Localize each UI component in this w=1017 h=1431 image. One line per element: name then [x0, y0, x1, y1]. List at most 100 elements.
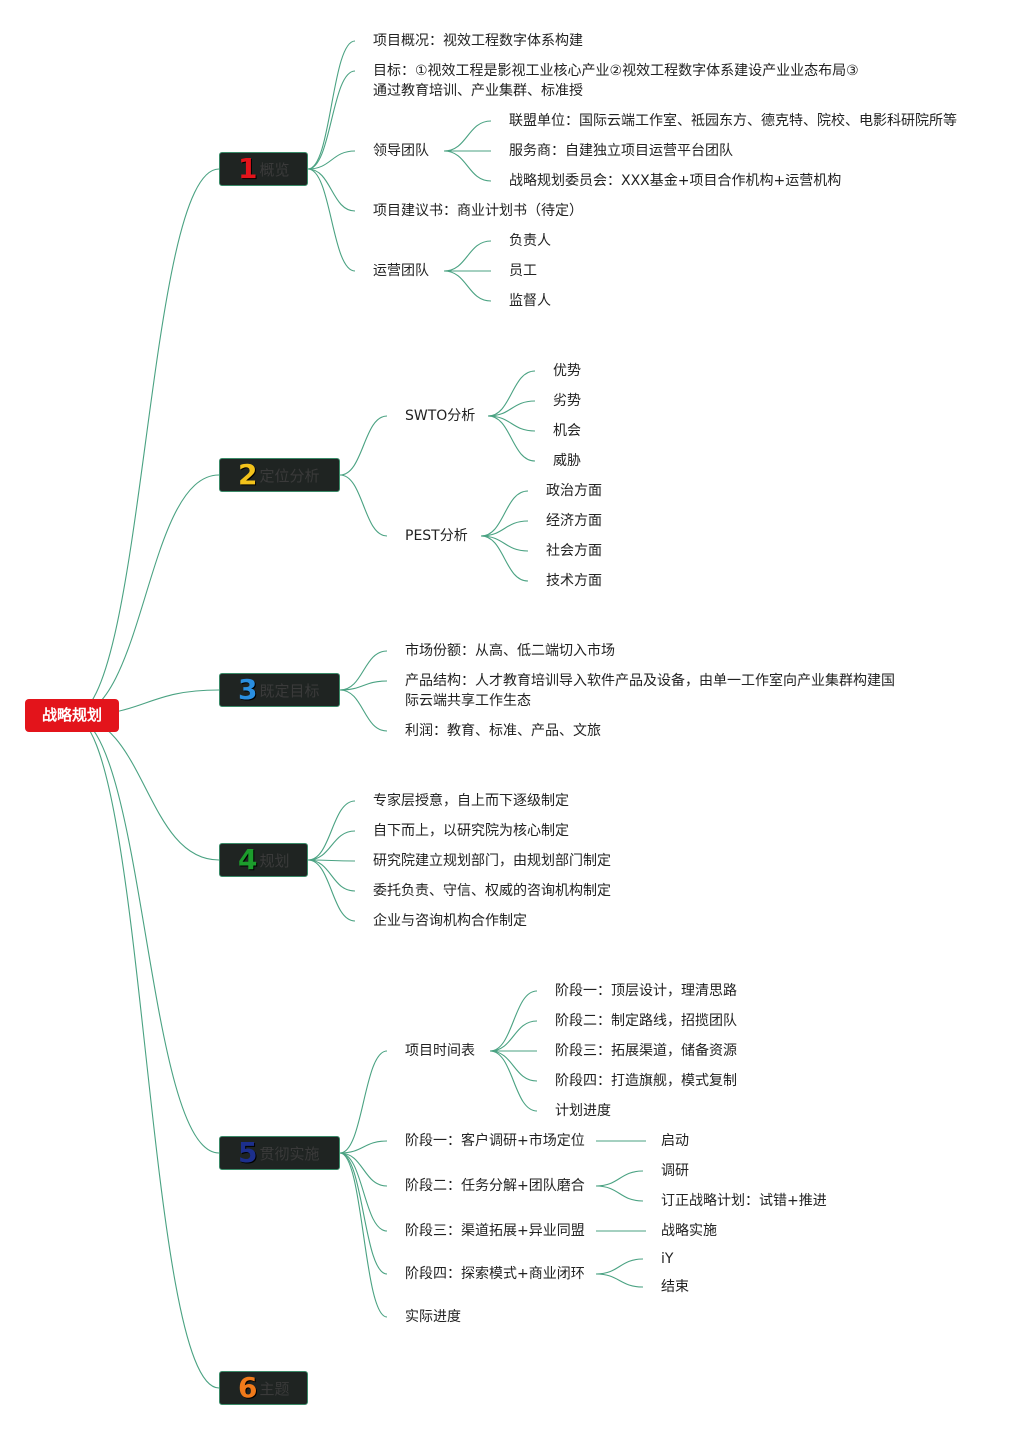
branch-number: 2 [238, 458, 258, 491]
topic-node[interactable]: 市场份额：从高、低二端切入市场 [405, 643, 615, 659]
branch-connector [307, 168, 356, 212]
branch-label: 既定目标 [259, 681, 320, 700]
topic-node[interactable]: 社会方面 [546, 543, 602, 559]
topic-node[interactable]: 联盟单位：国际云端工作室、祗园东方、德克特、院校、电影科研院所等 [509, 113, 957, 129]
topic-node[interactable]: 自下而上，以研究院为核心制定 [373, 823, 569, 839]
root-to-branch-line [71, 715, 220, 1389]
topic-node[interactable]: 战略实施 [661, 1223, 717, 1239]
branch-connector [307, 800, 356, 861]
topic-node[interactable]: 政治方面 [546, 483, 602, 499]
branch-connector [339, 1152, 388, 1232]
branch-label: 贯彻实施 [259, 1144, 320, 1163]
branch-connector [489, 990, 538, 1052]
branch-connector [489, 1050, 538, 1082]
branch-connector [307, 859, 356, 922]
topic-node[interactable]: 劣势 [553, 393, 581, 409]
branch-connector [487, 400, 536, 417]
topic-node[interactable]: 经济方面 [546, 513, 602, 529]
root-to-branch-line [71, 715, 220, 861]
topic-node[interactable]: 机会 [553, 423, 581, 439]
topic-node[interactable]: 阶段二：制定路线，招揽团队 [555, 1013, 737, 1029]
branch-number: 6 [238, 1371, 258, 1404]
topic-node[interactable]: PEST分析 [405, 528, 468, 544]
topic-node[interactable]: 阶段三：渠道拓展+异业同盟 [405, 1223, 585, 1239]
topic-node[interactable]: 阶段二：任务分解+团队磨合 [405, 1178, 585, 1194]
topic-node[interactable]: 服务商：自建独立项目运营平台团队 [509, 143, 733, 159]
branch-connector [489, 1050, 538, 1112]
branch-connector [595, 1258, 644, 1275]
branch-connector [339, 415, 388, 476]
topic-node[interactable]: 利润：教育、标准、产品、文旅 [405, 723, 601, 739]
branch-connector [487, 370, 536, 417]
branch-connector [339, 680, 388, 691]
topic-node[interactable]: 优势 [553, 363, 581, 379]
topic-node[interactable]: SWTO分析 [405, 408, 476, 424]
branch-connector [339, 650, 388, 691]
topic-node[interactable]: 阶段四：打造旗舰，模式复制 [555, 1073, 737, 1089]
topic-node[interactable]: 技术方面 [546, 573, 602, 589]
topic-node[interactable]: iY [661, 1251, 674, 1267]
topic-node[interactable]: 结束 [661, 1279, 689, 1295]
topic-node[interactable]: 运营团队 [373, 263, 429, 279]
branch-connector [339, 689, 388, 732]
branch-connector [443, 270, 492, 302]
branch-connector [595, 1185, 644, 1202]
branch-connector [443, 120, 492, 152]
topic-node[interactable]: 目标：①视效工程是影视工业核心产业②视效工程数字体系建设产业业态布局③通过教育培… [373, 63, 859, 99]
topic-node[interactable]: 监督人 [509, 293, 551, 309]
branch-label: 概览 [259, 160, 290, 179]
branch-connector [489, 1020, 538, 1052]
topic-node[interactable]: 员工 [509, 263, 537, 279]
topic-node[interactable]: 委托负责、守信、权威的咨询机构制定 [373, 883, 611, 899]
branch-connector [595, 1273, 644, 1288]
topic-node[interactable]: 产品结构：人才教育培训导入软件产品及设备，由单一工作室向产业集群构建国际云端共享… [405, 673, 895, 709]
branch-number: 3 [238, 673, 258, 706]
branch-connector [339, 1152, 388, 1187]
topic-node[interactable]: 阶段一：顶层设计，理清思路 [555, 983, 737, 999]
root-node[interactable]: 战略规划 [25, 699, 119, 732]
branch-connector [443, 150, 492, 182]
topic-node[interactable]: 战略规划委员会：XXX基金+项目合作机构+运营机构 [509, 173, 842, 189]
branch-number: 5 [238, 1136, 258, 1169]
branch-connector [307, 150, 356, 170]
topic-node[interactable]: 企业与咨询机构合作制定 [373, 913, 527, 929]
branch-connector [443, 240, 492, 272]
topic-node[interactable]: 领导团队 [373, 143, 429, 159]
topic-node[interactable]: 阶段一：客户调研+市场定位 [405, 1133, 585, 1149]
branch-connector [339, 1152, 388, 1275]
branch-connector [480, 535, 529, 552]
topic-node[interactable]: 项目概况：视效工程数字体系构建 [373, 33, 583, 49]
branch-number: 1 [238, 152, 258, 185]
branch-connector [480, 490, 529, 537]
topic-node[interactable]: 威胁 [553, 453, 581, 469]
branch-connector [307, 830, 356, 861]
topic-node[interactable]: 实际进度 [405, 1309, 461, 1325]
topic-node[interactable]: 阶段四：探索模式+商业闭环 [405, 1266, 585, 1282]
branch-label: 主题 [259, 1379, 290, 1398]
topic-node[interactable]: 订正战略计划：试错+推进 [661, 1193, 827, 1209]
topic-node[interactable]: 计划进度 [555, 1103, 611, 1119]
topic-node[interactable]: 启动 [661, 1133, 689, 1149]
topic-node[interactable]: 阶段三：拓展渠道，储备资源 [555, 1043, 737, 1059]
branch-connector [307, 40, 356, 170]
root-to-branch-line [71, 715, 220, 1154]
topic-node[interactable]: 调研 [661, 1163, 689, 1179]
branch-connector [339, 1140, 388, 1154]
topic-node[interactable]: 项目时间表 [405, 1043, 475, 1059]
branch-connector [480, 520, 529, 537]
topic-node[interactable]: 项目建议书：商业计划书（待定） [373, 203, 583, 219]
branch-connector [480, 535, 529, 582]
root-to-branch-line [71, 474, 220, 717]
branch-connector [307, 859, 356, 892]
topic-node[interactable]: 负责人 [509, 233, 551, 249]
topic-node[interactable]: 研究院建立规划部门，由规划部门制定 [373, 853, 611, 869]
branch-connector [307, 70, 356, 170]
topic-node[interactable]: 专家层授意，自上而下逐级制定 [373, 793, 569, 809]
